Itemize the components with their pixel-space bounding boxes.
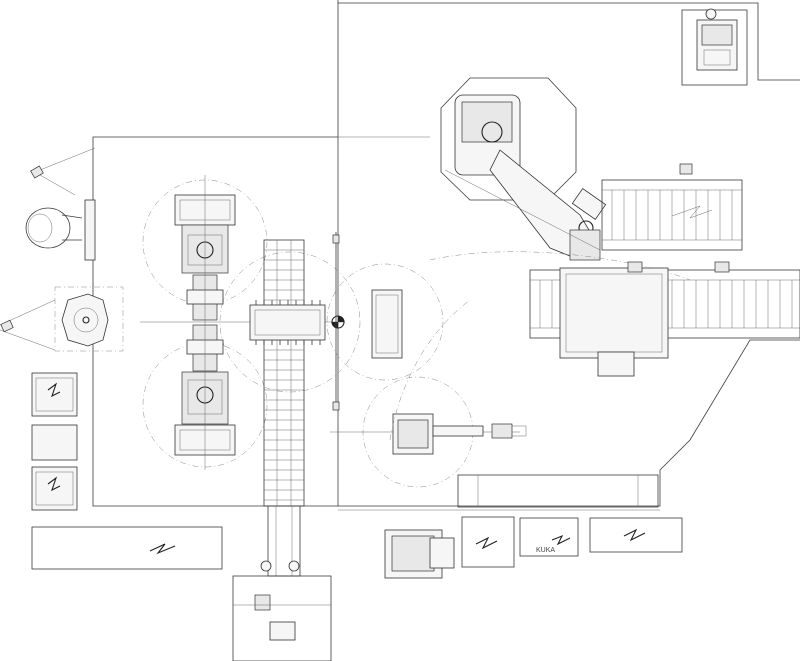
left-robot-cell: [140, 175, 444, 470]
infeed-conveyor-upper: [601, 163, 743, 251]
central-fixture: [249, 232, 403, 411]
kuka-panel-label: KUKA: [536, 547, 555, 554]
top-right-control-box: [681, 8, 748, 86]
large-palletizing-robot: [389, 77, 691, 441]
cell-fence: [92, 0, 800, 511]
operator-station: [0, 147, 124, 352]
bottom-outfeed-conveyor: [232, 505, 332, 661]
infeed-conveyor-lower: [529, 261, 800, 377]
bottom-right-equipment: KUKA: [384, 474, 683, 579]
handling-robot-small: [330, 376, 527, 488]
control-cabinets-left: [31, 372, 223, 570]
vertical-roller-conveyor: [263, 239, 305, 507]
